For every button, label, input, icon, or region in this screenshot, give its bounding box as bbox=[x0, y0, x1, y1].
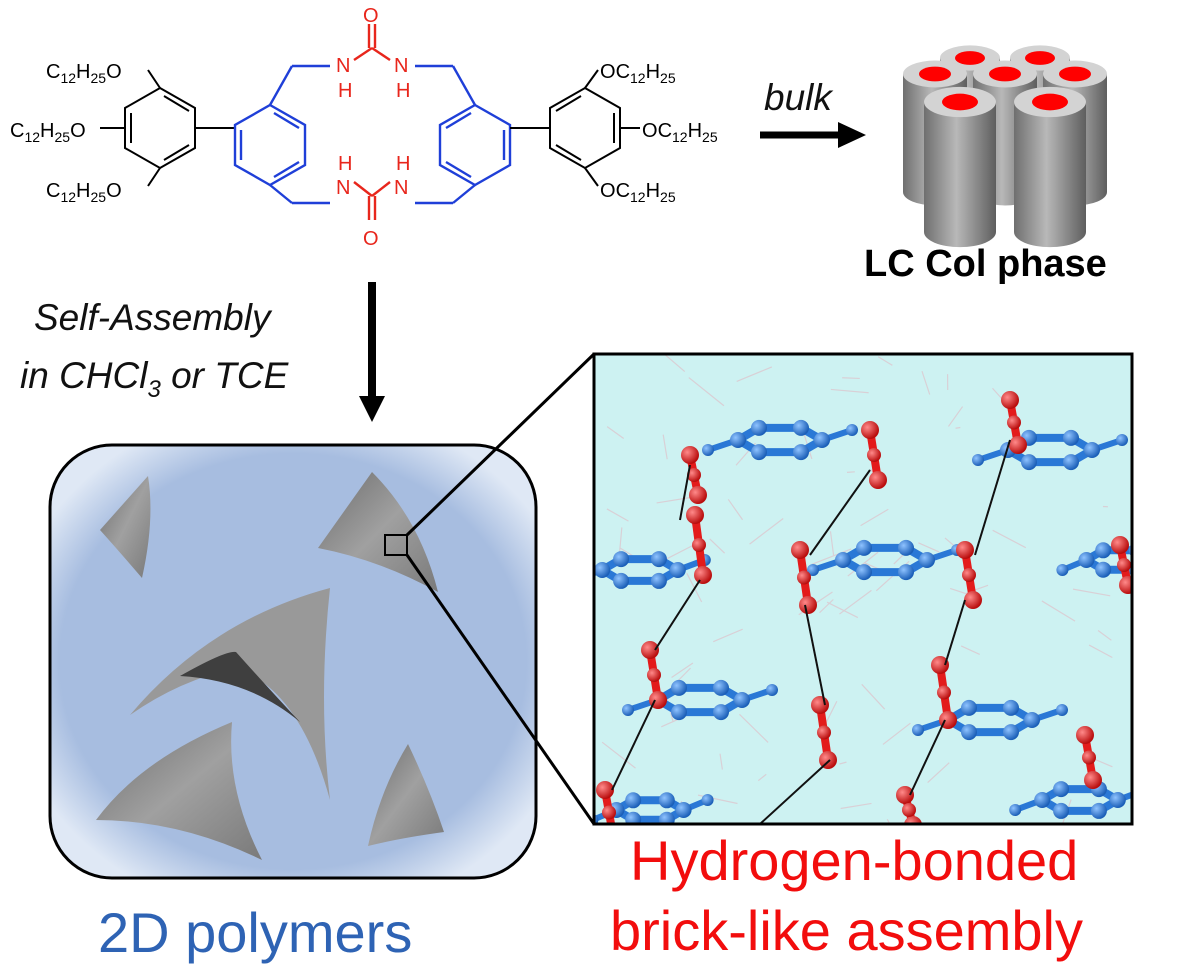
lc-column bbox=[924, 86, 996, 248]
urea-unit bbox=[956, 541, 982, 609]
polymer-panel bbox=[48, 443, 538, 880]
self-assembly-label: Self-Assembly bbox=[34, 297, 273, 338]
right-aryl-ring bbox=[510, 69, 640, 187]
left-core-ring bbox=[233, 64, 330, 205]
column-core bbox=[1032, 93, 1068, 111]
urea-unit bbox=[861, 421, 887, 489]
lc-column-bundle bbox=[903, 45, 1107, 248]
hydrogen-bond bbox=[944, 599, 966, 666]
urea-nitrogen: N bbox=[394, 55, 408, 77]
urea-unit bbox=[1111, 536, 1132, 594]
urea-unit bbox=[641, 641, 667, 709]
aryl-molecule bbox=[1009, 781, 1132, 819]
urea-unit bbox=[596, 781, 616, 824]
urea-unit bbox=[791, 541, 817, 614]
left-alkoxy-label: C12H25O bbox=[10, 120, 86, 145]
right-core-ring bbox=[415, 64, 512, 205]
zoom-line bbox=[405, 352, 596, 537]
polymer-panel-label: 2D polymers bbox=[98, 901, 412, 964]
hydrogen-bond bbox=[809, 469, 871, 556]
polymer-sheet bbox=[100, 476, 151, 578]
polymer-sheet bbox=[180, 651, 300, 722]
column-core bbox=[955, 51, 985, 65]
hydrogen-bond bbox=[679, 464, 691, 521]
polymer-sheet bbox=[96, 722, 262, 860]
urea-unit bbox=[1001, 391, 1027, 454]
urea-hydrogen: H bbox=[338, 80, 352, 102]
right-alkoxy-label: OC12H25 bbox=[600, 61, 676, 86]
column-core bbox=[1059, 66, 1091, 82]
column-core bbox=[942, 93, 978, 111]
lc-phase-label: LC Col phase bbox=[864, 243, 1107, 285]
urea-hydrogen: H bbox=[396, 153, 410, 175]
urea-nitrogen: N bbox=[336, 55, 350, 77]
self-assembly-arrow bbox=[359, 282, 385, 422]
hydrogen-bond bbox=[759, 759, 831, 824]
urea-unit bbox=[896, 786, 922, 824]
urea-nitrogen: N bbox=[394, 177, 408, 199]
hydrogen-bond bbox=[654, 579, 701, 651]
column-core bbox=[1025, 51, 1055, 65]
polymer-sheet bbox=[368, 744, 444, 846]
right-alkoxy-label: OC12H25 bbox=[600, 180, 676, 205]
aryl-molecule bbox=[807, 539, 963, 581]
hydrogen-bond bbox=[804, 604, 826, 706]
crystal-label-line2: brick-like assembly bbox=[610, 899, 1083, 962]
polymer-sheet bbox=[130, 588, 330, 800]
hydrogen-bond bbox=[611, 699, 656, 791]
hydrogen-bond bbox=[974, 439, 1011, 556]
crystal-label-line1: Hydrogen-bonded bbox=[630, 829, 1078, 892]
column-core bbox=[989, 66, 1021, 82]
solvent-label: in CHCl3 or TCE bbox=[20, 355, 290, 403]
bulk-label: bulk bbox=[764, 77, 834, 118]
urea-hydrogen: H bbox=[396, 80, 410, 102]
left-alkoxy-label: C12H25O bbox=[46, 180, 122, 205]
arrow-head-icon bbox=[838, 122, 866, 148]
left-aryl-ring bbox=[100, 69, 235, 187]
hydrogen-bond bbox=[909, 719, 946, 796]
crystal-panel bbox=[592, 352, 1134, 826]
macrocycle-structure: O N H N H H N H N O C12H25O C12H25O C12H… bbox=[10, 5, 718, 250]
aryl-molecule bbox=[622, 679, 778, 721]
column-core bbox=[919, 66, 951, 82]
zoom-region-box bbox=[384, 534, 408, 556]
urea-top bbox=[353, 24, 391, 61]
urea-oxygen-bottom: O bbox=[363, 228, 379, 250]
urea-nitrogen: N bbox=[336, 177, 350, 199]
zoom-line bbox=[405, 554, 596, 825]
urea-hydrogen: H bbox=[338, 153, 352, 175]
aryl-molecule bbox=[594, 792, 714, 824]
right-alkoxy-label: OC12H25 bbox=[642, 120, 718, 145]
polymer-sheet bbox=[318, 472, 438, 592]
urea-unit bbox=[1076, 726, 1102, 789]
urea-oxygen-top: O bbox=[363, 5, 379, 27]
aryl-molecule bbox=[702, 419, 858, 461]
urea-unit bbox=[686, 506, 712, 584]
urea-unit bbox=[681, 446, 707, 504]
lc-column bbox=[1014, 86, 1086, 248]
bulk-arrow: bulk bbox=[760, 77, 866, 148]
arrow-head-icon bbox=[359, 396, 385, 422]
aryl-molecule bbox=[972, 429, 1128, 471]
urea-bottom bbox=[353, 181, 391, 220]
left-alkoxy-label: C12H25O bbox=[46, 61, 122, 86]
